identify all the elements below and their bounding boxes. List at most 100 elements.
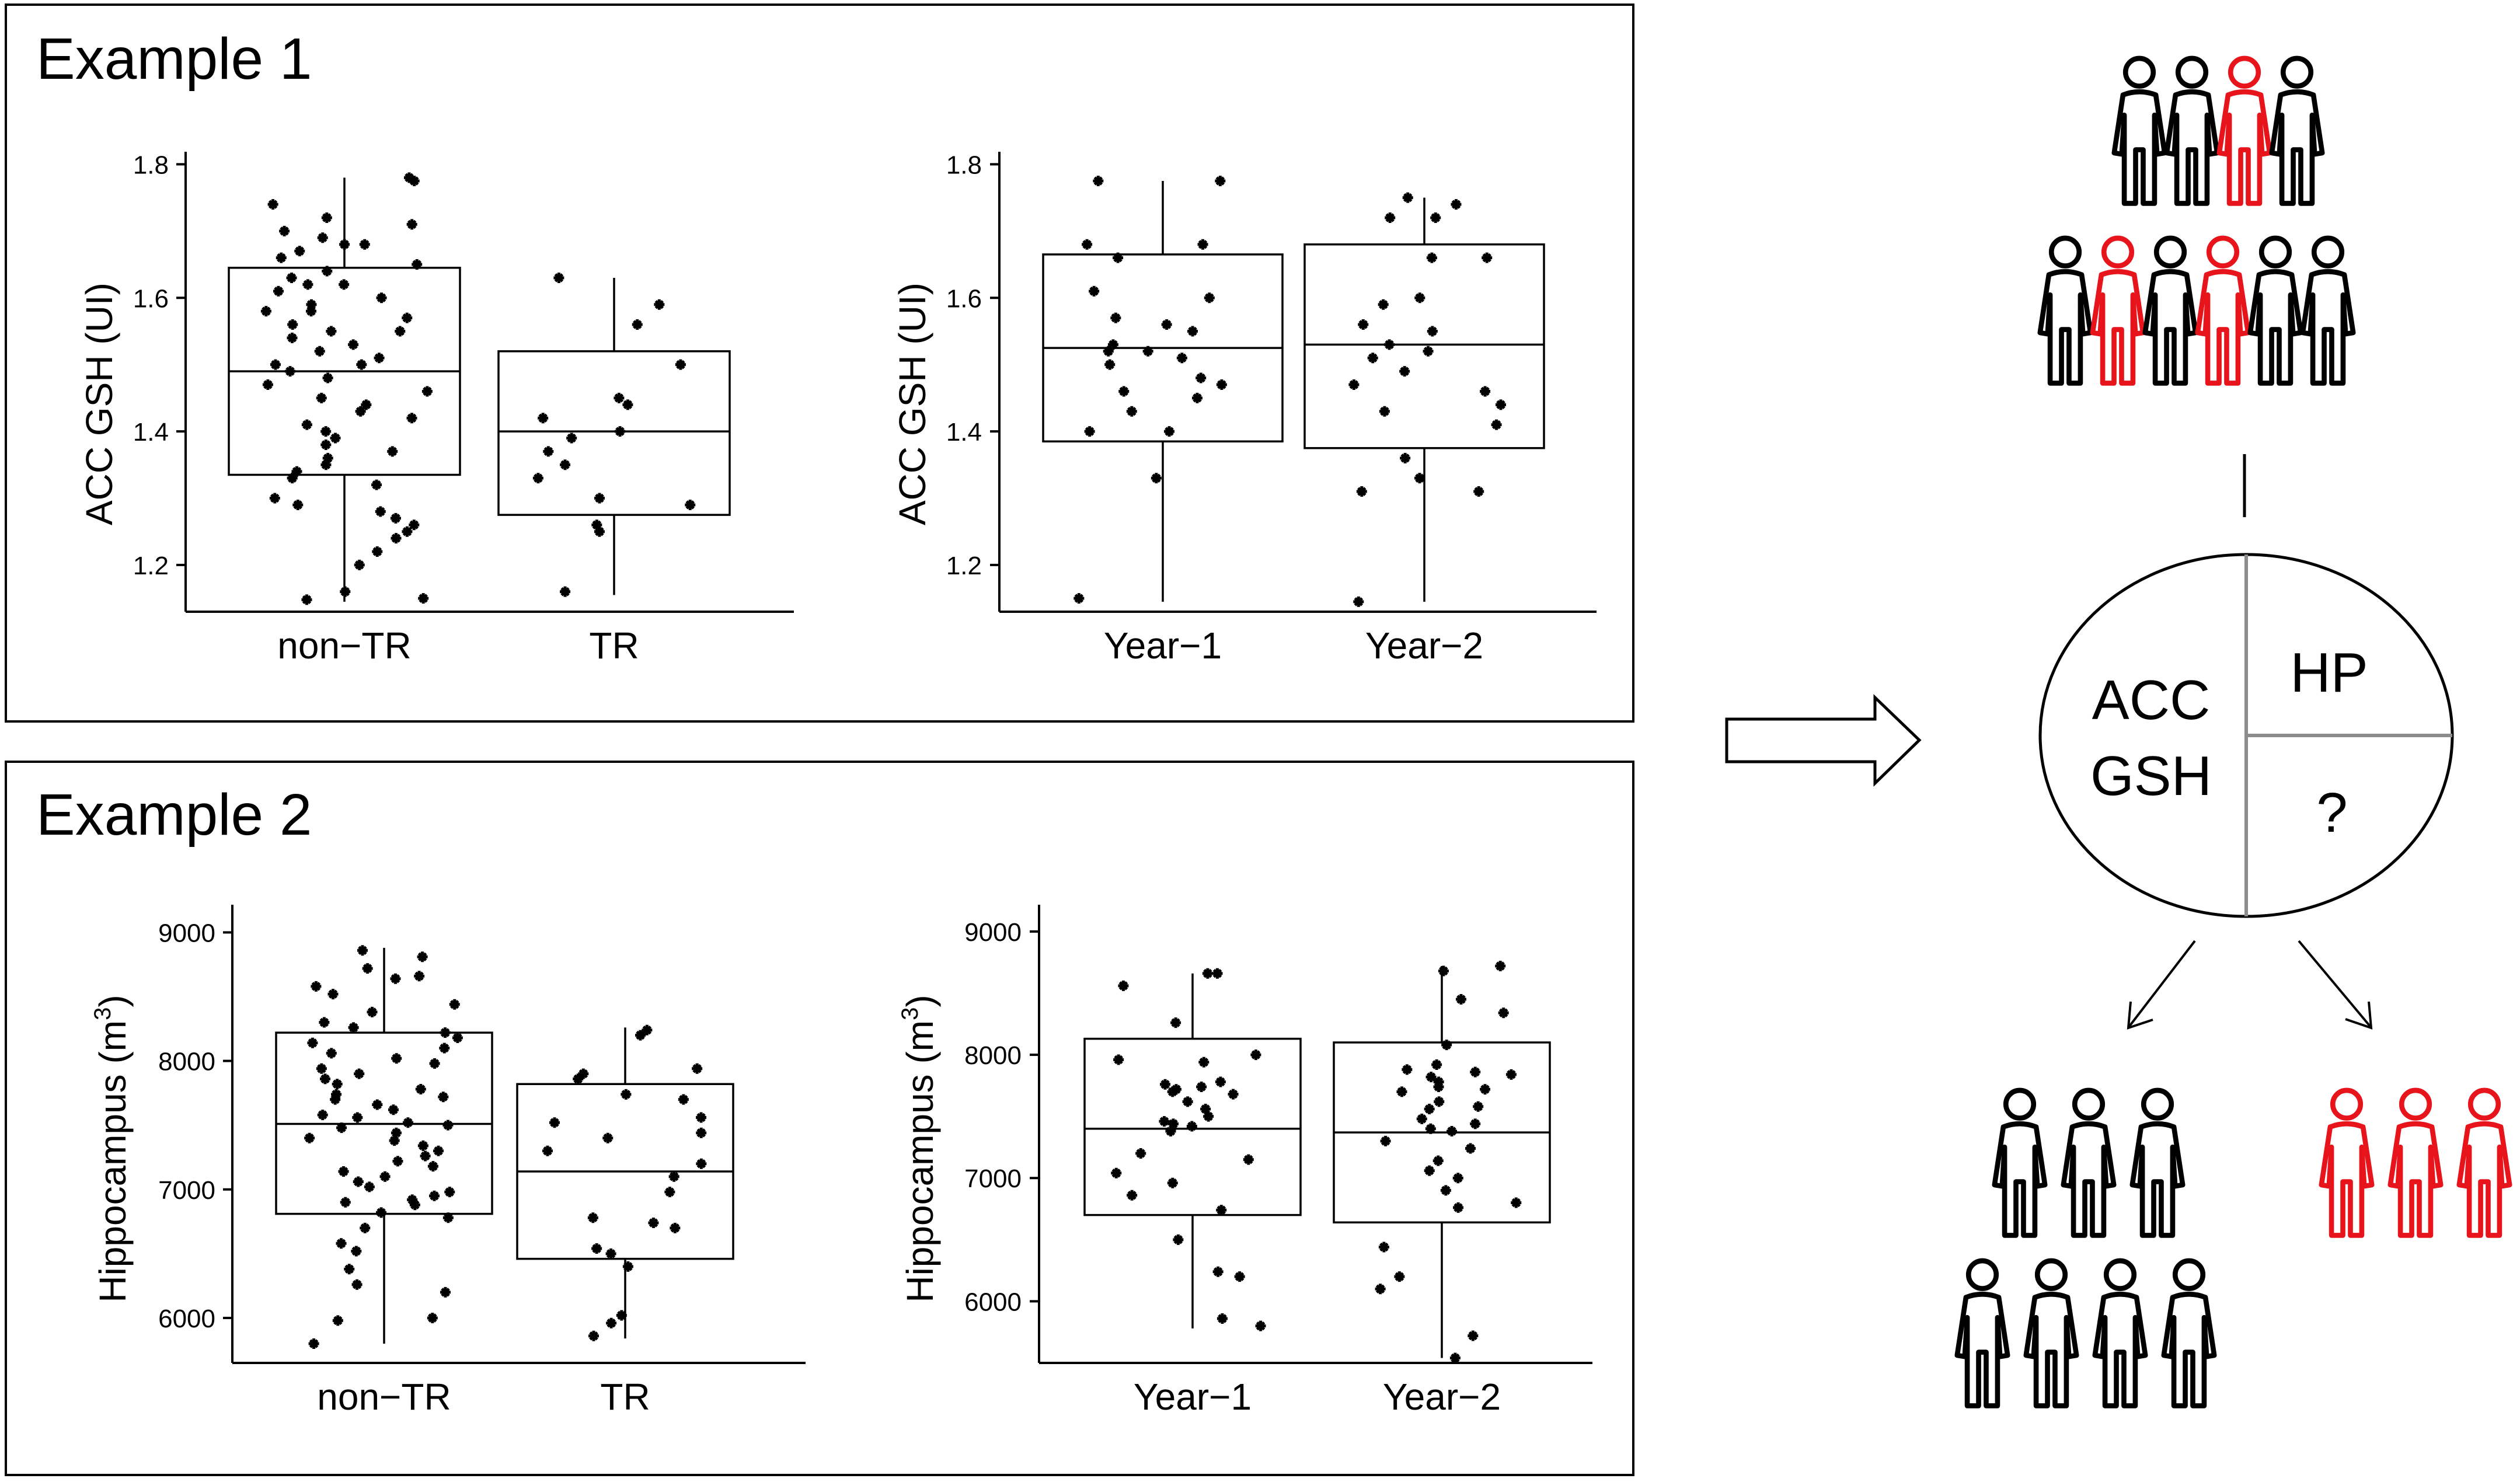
data-point <box>1423 346 1434 357</box>
data-point <box>1480 1084 1490 1095</box>
data-point <box>1186 1121 1197 1132</box>
person-icon <box>2090 235 2146 386</box>
data-point <box>374 353 385 364</box>
data-point <box>1480 386 1491 397</box>
data-point <box>352 1112 363 1123</box>
data-point <box>276 252 287 263</box>
data-point <box>402 312 413 323</box>
data-point <box>375 506 386 517</box>
data-point <box>1103 346 1114 357</box>
data-point <box>417 951 428 963</box>
data-point <box>1215 1076 1226 1087</box>
box-rect <box>1083 1037 1302 1216</box>
y-axis-label: Hippocampus (m3) <box>90 995 134 1302</box>
example1-frame <box>5 4 1634 723</box>
data-point <box>1196 1081 1207 1092</box>
y-tick-label: 6000 <box>158 1305 215 1333</box>
data-point <box>696 1127 707 1138</box>
y-axis-label: ACC GSH (UI) <box>891 283 933 525</box>
data-point <box>1426 252 1437 263</box>
data-point <box>409 519 420 531</box>
data-point <box>267 199 278 210</box>
example1-title: Example 1 <box>36 26 312 92</box>
box-1 <box>516 1024 734 1341</box>
y-tick-label: 6000 <box>964 1288 1022 1316</box>
data-point <box>320 1073 331 1085</box>
data-point <box>306 299 317 310</box>
data-point <box>379 1171 391 1182</box>
data-point <box>414 971 425 982</box>
data-point <box>1113 252 1124 263</box>
data-point <box>1187 326 1198 337</box>
data-point <box>642 1024 653 1035</box>
data-point <box>622 399 633 410</box>
data-point <box>614 392 625 403</box>
data-point <box>532 473 543 484</box>
data-point <box>635 1030 646 1041</box>
data-point <box>1126 406 1137 417</box>
data-point <box>1473 486 1484 497</box>
x-tick-label: TR <box>589 625 639 667</box>
data-point <box>287 473 298 484</box>
data-point <box>311 981 322 992</box>
data-point <box>332 1315 343 1326</box>
data-point <box>1164 426 1175 437</box>
data-point <box>1159 1116 1170 1127</box>
points-1 <box>532 272 696 597</box>
data-point <box>371 479 382 490</box>
data-point <box>1378 1242 1389 1253</box>
data-point <box>1204 292 1215 304</box>
y-tick-label: 1.4 <box>946 418 982 447</box>
data-point <box>415 1084 426 1095</box>
data-point <box>438 1092 449 1103</box>
data-point <box>353 1176 364 1187</box>
data-point <box>1380 1135 1391 1146</box>
data-point <box>1200 1103 1211 1114</box>
data-point <box>389 1135 400 1146</box>
data-point <box>1073 593 1085 604</box>
data-point <box>440 1027 451 1038</box>
box-0 <box>1042 176 1284 604</box>
y-tick-label: 1.2 <box>133 552 169 580</box>
data-point <box>273 285 284 297</box>
data-point <box>406 219 417 230</box>
person-icon <box>2161 1258 2217 1408</box>
data-point <box>321 212 332 223</box>
data-point <box>591 1243 602 1254</box>
data-point <box>1451 199 1462 210</box>
data-point <box>1453 1202 1464 1213</box>
data-point <box>1202 968 1213 979</box>
box-0 <box>275 945 493 1349</box>
data-point <box>1234 1271 1245 1282</box>
data-point <box>440 1286 451 1298</box>
data-point <box>269 493 280 504</box>
data-point <box>591 519 602 531</box>
data-point <box>279 225 290 236</box>
data-point <box>1250 1049 1261 1061</box>
points-1 <box>1348 192 1506 607</box>
data-point <box>340 1197 351 1208</box>
person-icon <box>2023 1258 2079 1408</box>
x-tick-label: Year−1 <box>1134 1376 1252 1418</box>
data-point <box>578 1068 589 1079</box>
person-icon <box>2319 1087 2375 1238</box>
data-point <box>348 339 359 350</box>
data-point <box>354 559 365 570</box>
data-point <box>1160 1079 1171 1090</box>
data-point <box>588 1330 599 1341</box>
y-tick-label: 1.2 <box>946 552 982 580</box>
y-tick-label: 1.8 <box>946 151 982 179</box>
data-point <box>1379 406 1390 417</box>
data-point <box>260 306 271 317</box>
data-point <box>319 1017 330 1028</box>
data-point <box>392 1156 403 1167</box>
box-rect <box>497 350 731 516</box>
data-point <box>444 1187 455 1198</box>
data-point <box>1431 1059 1442 1070</box>
data-point <box>615 426 626 437</box>
data-point <box>322 452 333 463</box>
box-1 <box>1303 192 1545 607</box>
data-point <box>1367 353 1378 364</box>
data-point <box>553 272 564 283</box>
data-point <box>1173 1234 1184 1245</box>
